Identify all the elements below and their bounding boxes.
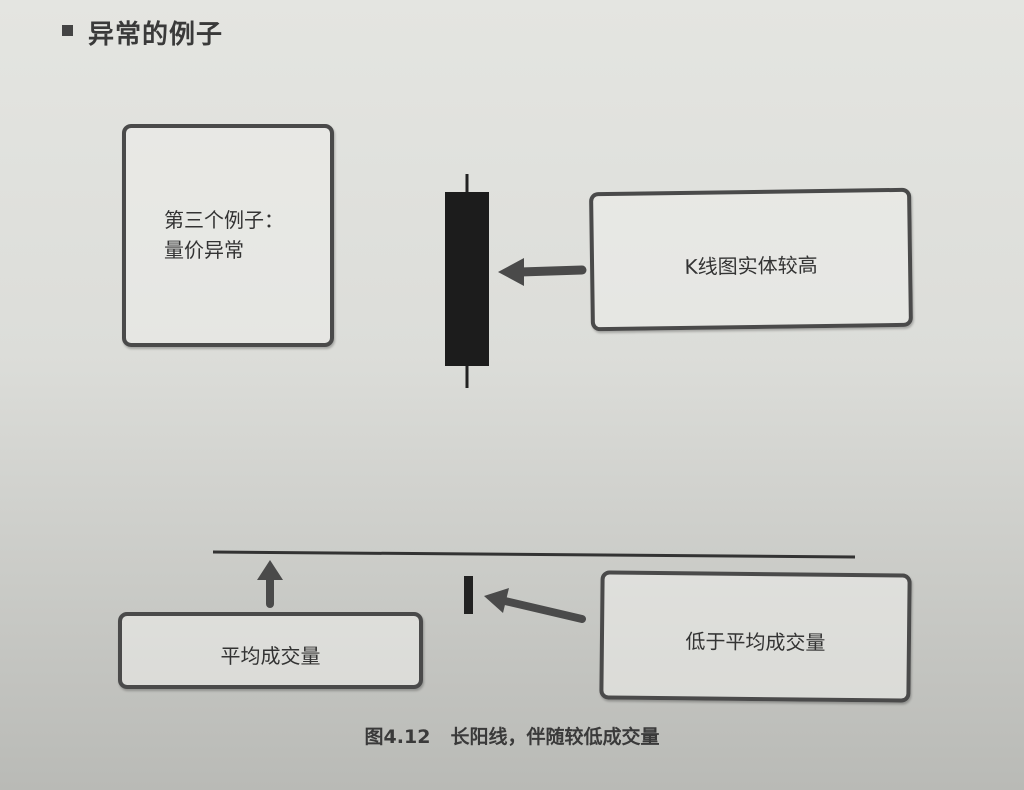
bullet-icon bbox=[62, 25, 73, 36]
candle-label: K线图实体较高 bbox=[684, 253, 818, 279]
arrow-left-icon bbox=[498, 258, 587, 286]
example-box: 第三个例子： 量价异常 bbox=[122, 124, 334, 347]
candle-label-box: K线图实体较高 bbox=[589, 187, 913, 332]
avg-volume-label: 平均成交量 bbox=[220, 644, 321, 668]
figure-caption: 图4.12 长阳线，伴随较低成交量 bbox=[0, 722, 1024, 749]
below-avg-label: 低于平均成交量 bbox=[685, 629, 826, 655]
average-volume-line bbox=[212, 550, 856, 559]
example-box-line2: 量价异常 bbox=[164, 238, 244, 262]
section-title: 异常的例子 bbox=[88, 20, 224, 50]
candlestick-body bbox=[445, 192, 489, 366]
caption-number: 图4.12 bbox=[364, 726, 431, 748]
volume-bar bbox=[464, 576, 473, 614]
arrow-left-icon bbox=[484, 588, 586, 623]
avg-volume-box: 平均成交量 bbox=[118, 612, 423, 689]
arrow-up-icon bbox=[257, 560, 283, 608]
below-avg-box: 低于平均成交量 bbox=[599, 570, 912, 703]
caption-text: 长阳线，伴随较低成交量 bbox=[450, 726, 660, 748]
example-box-line1: 第三个例子： bbox=[164, 208, 284, 232]
